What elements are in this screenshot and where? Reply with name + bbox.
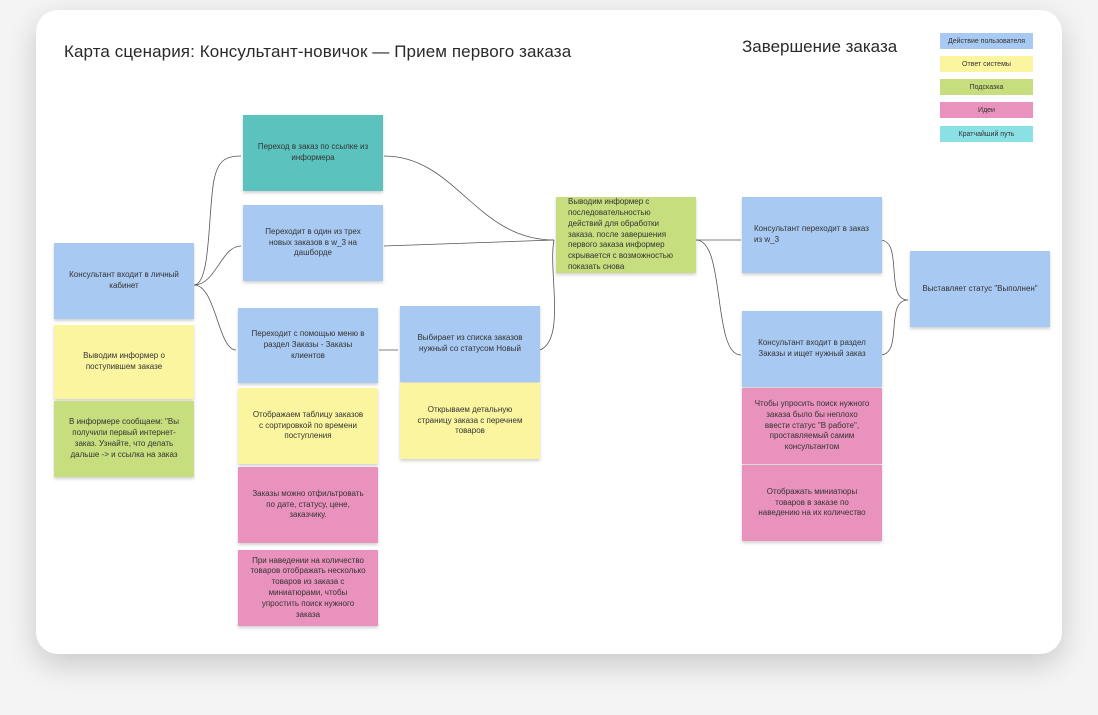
whiteboard: Карта сценария: Консультант-новичок — Пр… [36, 10, 1062, 654]
note-detail-page: Открываем детальную страницу заказа с пе… [400, 383, 540, 459]
note-goes-to-order-w3: Консультант переходит в заказ из w_3 [742, 197, 882, 273]
page-title: Карта сценария: Консультант-новичок — Пр… [64, 42, 572, 61]
legend-item-shortest-path: Кратчайший путь [940, 126, 1033, 142]
connector-cabinet-to-dashboard [193, 245, 242, 286]
connector-cabinet-to-menu [193, 284, 237, 351]
connector-cabinet-to-link [193, 155, 242, 286]
note-idea-filter: Заказы можно отфильтровать по дате, стат… [238, 467, 378, 543]
legend-item-user-action: Действие пользователя [940, 33, 1033, 49]
note-one-of-three: Переходит в один из трех новых заказов в… [243, 205, 383, 281]
note-enters-orders-section: Консультант входит в раздел Заказы и ище… [742, 311, 882, 387]
note-orders-table: Отображаем таблицу заказов с сортировкой… [238, 388, 378, 464]
connector-link-to-informer [383, 155, 555, 241]
note-idea-hover: При наведении на количество товаров отоб… [238, 550, 378, 626]
legend-item-system-response: Ответ системы [940, 56, 1033, 72]
connector-informer-to-orders [695, 239, 742, 356]
note-idea-thumbnails: Отображать миниатюры товаров в заказе по… [742, 465, 882, 541]
note-show-informer: Выводим информер о поступившем заказе [54, 325, 194, 399]
note-set-status-done: Выставляет статус "Выполнен" [910, 251, 1050, 327]
note-via-menu: Переходит с помощью меню в раздел Заказы… [238, 308, 378, 383]
note-go-by-link: Переход в заказ по ссылке из информера [243, 115, 383, 191]
connector-lines [193, 155, 909, 356]
connector-orders-to-done [879, 299, 909, 356]
section-title: Завершение заказа [742, 37, 898, 56]
note-choose-new: Выбирает из списка заказов нужный со ста… [400, 306, 540, 382]
note-sequence-informer: Выводим информер с последовательностью д… [556, 197, 696, 273]
note-informer-message: В информере сообщаем: "Вы получили первы… [54, 401, 194, 477]
note-idea-in-progress: Чтобы упросить поиск нужного заказа было… [742, 388, 882, 464]
connector-dashboard-to-informer [383, 239, 555, 247]
connector-choose-to-informer [539, 239, 555, 351]
legend-item-ideas: Идеи [940, 102, 1033, 118]
note-enter-cabinet: Консультант входит в личный кабинет [54, 243, 194, 319]
connector-w3-to-done [879, 239, 909, 301]
legend-item-hint: Подсказка [940, 79, 1033, 95]
